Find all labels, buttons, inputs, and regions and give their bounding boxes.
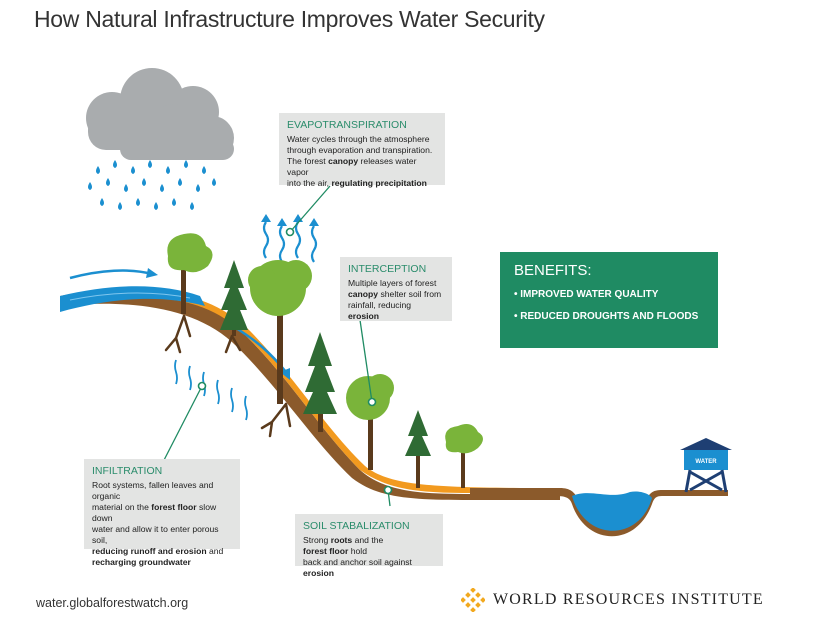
infiltration-heading: INFILTRATION <box>92 465 163 477</box>
surface-water <box>60 286 205 312</box>
forest-floor <box>130 291 560 493</box>
bold-term: erosion <box>303 568 335 578</box>
evaporation-arrows <box>262 221 318 263</box>
pine-tree-icon <box>405 410 431 488</box>
text-line: into the air, regulating precipitation <box>287 178 427 188</box>
raindrop-icon <box>88 160 216 210</box>
tree-icon <box>445 424 483 488</box>
callout-soil-stabalization: SOIL STABALIZATION Strong roots and the … <box>295 514 443 578</box>
benefit-item: • IMPROVED WATER QUALITY <box>514 289 659 300</box>
bold-term: roots <box>330 535 353 545</box>
wri-logo: WORLD RESOURCES INSTITUTE <box>461 588 764 612</box>
callout-evapotranspiration: EVAPOTRANSPIRATION Water cycles through … <box>279 113 445 188</box>
bold-term: erosion <box>348 311 380 321</box>
text-line: water and allow it to enter porous soil, <box>92 524 219 545</box>
soil-heading: SOIL STABALIZATION <box>303 520 410 532</box>
benefits-heading: BENEFITS: <box>514 262 592 279</box>
bold-term: canopy <box>328 156 359 166</box>
text-line: recharging groundwater <box>92 557 232 568</box>
bold-term: recharging groundwater <box>92 557 191 567</box>
bold-term: forest floor <box>151 502 197 512</box>
source-url[interactable]: water.globalforestwatch.org <box>36 596 189 610</box>
tower-label: WATER <box>695 459 717 465</box>
water-tower-icon: WATER <box>680 438 732 493</box>
cloud-icon <box>86 68 234 160</box>
text-line: back and anchor soil against erosion <box>303 557 412 578</box>
text-line: Multiple layers of forest <box>348 278 437 288</box>
text-line: Root systems, fallen leaves and organic <box>92 480 214 501</box>
text-line: reducing runoff and erosion and <box>92 546 224 556</box>
benefit-item: • REDUCED DROUGHTS AND FLOODS <box>514 311 699 322</box>
text-line: The forest canopy releases water vapor <box>287 156 417 177</box>
text-line: rainfall, reducing erosion <box>348 300 412 321</box>
wri-logo-icon <box>461 588 485 612</box>
pine-tree-icon <box>220 260 248 336</box>
benefits-panel: BENEFITS: • IMPROVED WATER QUALITY • RED… <box>500 252 718 348</box>
evapotranspiration-heading: EVAPOTRANSPIRATION <box>287 119 407 131</box>
interception-heading: INTERCEPTION <box>348 263 427 275</box>
pine-tree-icon <box>303 332 337 432</box>
org-name: WORLD RESOURCES INSTITUTE <box>493 591 764 608</box>
text-line: Water cycles through the atmosphere <box>287 134 430 144</box>
text-line: through evaporation and transpiration. <box>287 145 433 155</box>
infiltration-arrows <box>174 359 248 421</box>
tree-icon <box>248 260 312 404</box>
page-title: How Natural Infrastructure Improves Wate… <box>34 6 545 32</box>
pond <box>572 491 652 531</box>
callout-infiltration: INFILTRATION Root systems, fallen leaves… <box>84 459 240 567</box>
text-line: material on the forest floor slow down <box>92 502 217 523</box>
tree-icon <box>167 233 213 314</box>
bold-term: forest floor <box>303 546 349 556</box>
bold-term: reducing runoff and erosion <box>92 546 207 556</box>
root-icon <box>164 314 292 438</box>
bold-term: regulating precipitation <box>331 178 427 188</box>
text-line: forest floor hold <box>303 546 367 556</box>
tree-icon <box>346 374 394 470</box>
bold-term: canopy <box>348 289 379 299</box>
text-line: canopy shelter soil from <box>348 289 442 299</box>
text-line: Strong roots and the <box>303 535 384 545</box>
